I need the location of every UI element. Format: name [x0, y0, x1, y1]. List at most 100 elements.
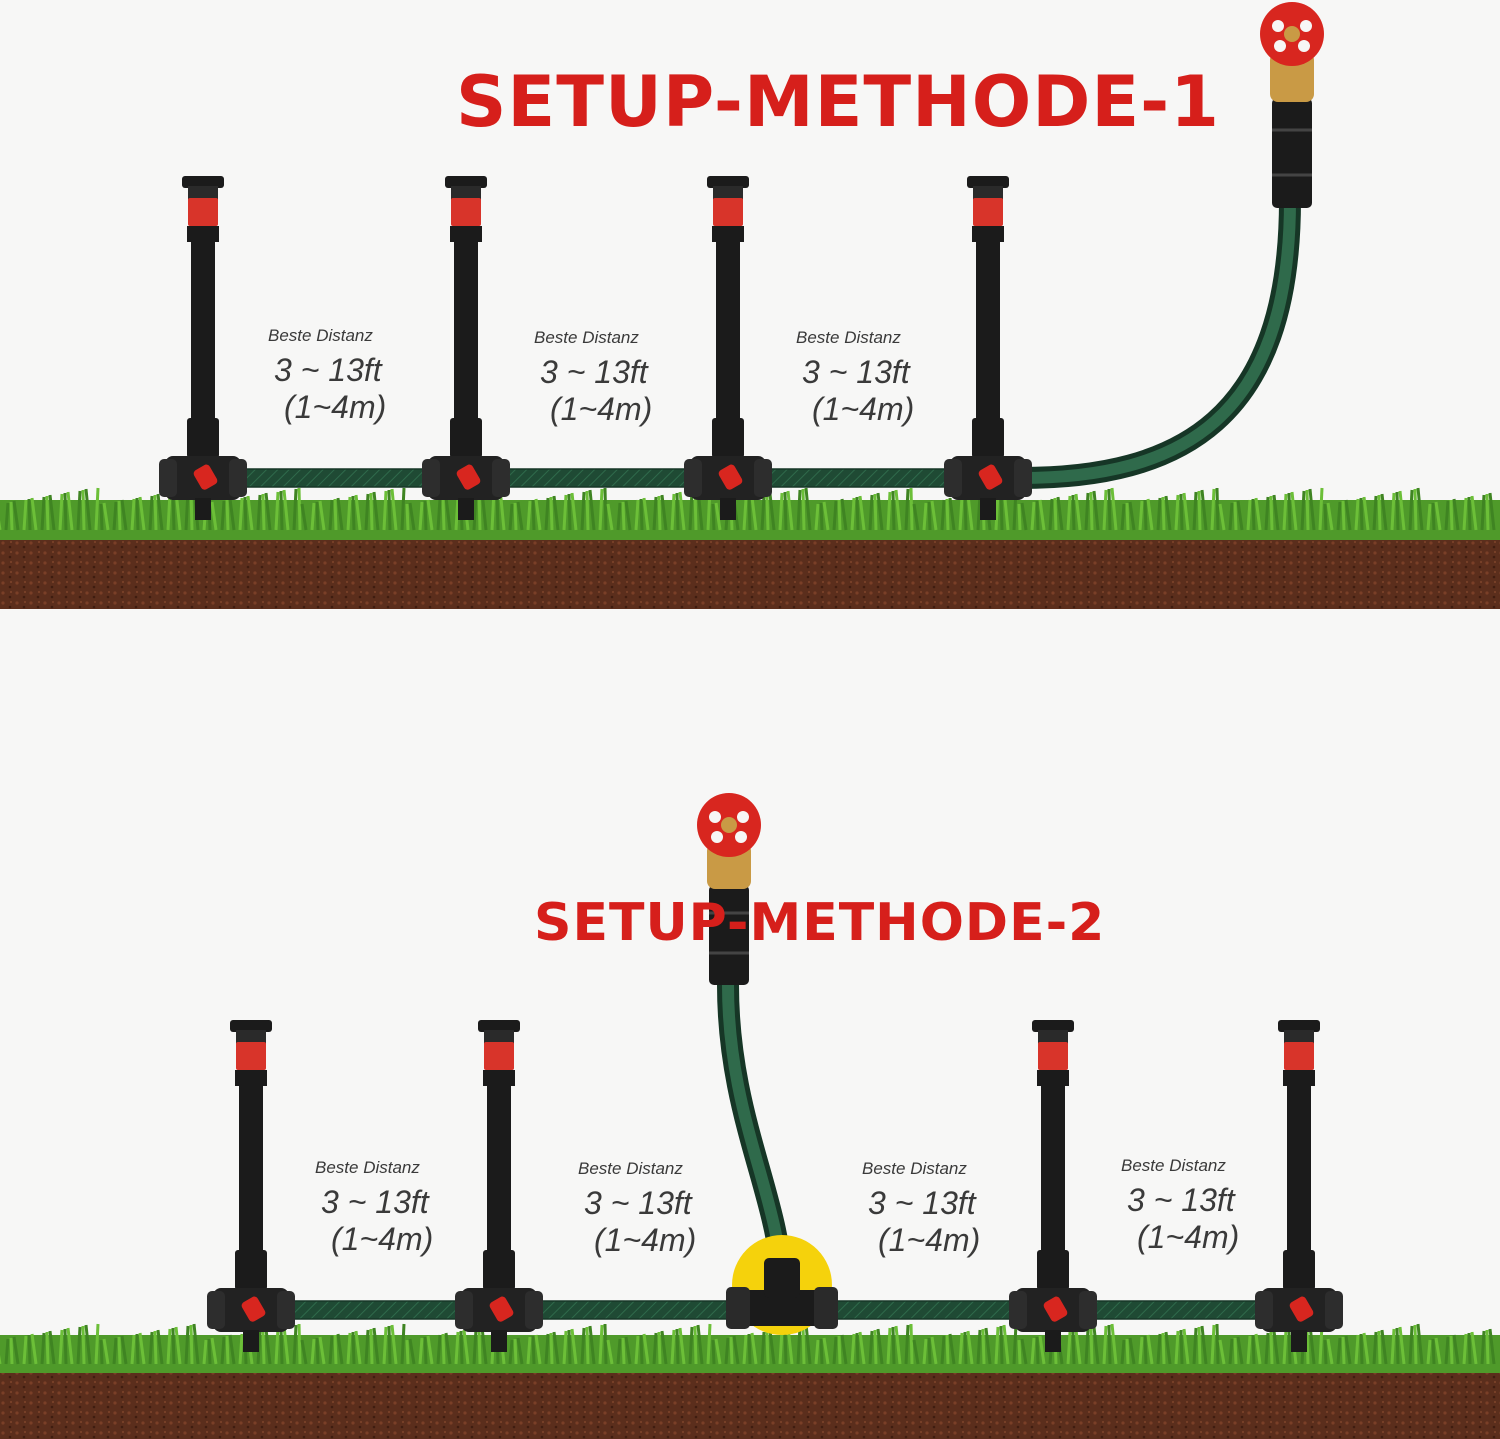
grass-blade	[1362, 1332, 1370, 1365]
grass-blade	[369, 492, 374, 531]
grass-blade	[876, 492, 884, 531]
sprinkler-cap	[445, 176, 487, 188]
valve-wheel-hole	[711, 831, 723, 843]
grass-blade	[678, 491, 686, 531]
grass-blade	[958, 1332, 964, 1365]
distance-caption: Beste Distanz	[315, 1158, 420, 1177]
sprinkler-red-band	[1038, 1042, 1068, 1070]
sprinklers-method-1	[159, 176, 1032, 520]
grass-blade	[1200, 1325, 1208, 1365]
grass-blade	[958, 496, 964, 531]
distance-caption: Beste Distanz	[862, 1159, 967, 1178]
grass-blade	[1431, 1338, 1436, 1365]
sprinkler-lower-body	[483, 1250, 515, 1290]
sprinkler-head	[188, 186, 218, 200]
grass-blade	[1233, 1337, 1238, 1365]
grass-blade	[310, 502, 316, 531]
sprinkler-cap	[230, 1020, 272, 1032]
grass-blade	[1210, 488, 1216, 531]
grass-blade	[1254, 497, 1262, 531]
sprinkler-riser	[487, 1084, 511, 1264]
grass-blade	[81, 489, 86, 531]
grass-blade	[1246, 1335, 1252, 1365]
grass-blade	[45, 1331, 50, 1365]
pop-up-sprinkler-icon	[422, 176, 510, 520]
grass-blade	[351, 1331, 356, 1365]
grass-blade	[225, 499, 230, 531]
grass-blade	[732, 1335, 740, 1365]
grass-blade	[1344, 1335, 1352, 1365]
grass-blade	[1089, 1327, 1094, 1365]
grass-blade	[1251, 1334, 1256, 1365]
grass-blade	[585, 490, 590, 531]
grass-blade	[747, 1333, 752, 1365]
grass-blade	[1372, 495, 1378, 531]
distance-label: Beste Distanz 3 ~ 13ft (1~4m)	[576, 1159, 756, 1259]
sprinkler-lower-body	[235, 1250, 267, 1290]
setup-method-1-title: SETUP-METHODE-1	[456, 61, 1220, 143]
grass-blade	[189, 1324, 194, 1365]
grass-blade	[1449, 1335, 1454, 1365]
grass-blade	[1020, 1338, 1028, 1365]
grass-blade	[1102, 1325, 1108, 1365]
grass-blade	[891, 490, 896, 531]
grass-blade	[1038, 1335, 1046, 1365]
grass-blade	[675, 1328, 680, 1365]
tee-branch	[764, 1258, 800, 1298]
grass-blade	[1236, 500, 1244, 531]
grass-blade	[1218, 503, 1226, 531]
grass-blade	[364, 493, 370, 531]
grass-blade	[886, 1327, 892, 1365]
sprinkler-collar	[1037, 1070, 1069, 1086]
faucet-valve-icon	[1260, 2, 1324, 208]
grass-blade	[922, 502, 928, 531]
grass-blade	[657, 1331, 662, 1365]
grass-blade	[1341, 1336, 1346, 1365]
grass-blade	[1071, 1330, 1076, 1365]
sprinkler-collar-left	[1255, 1291, 1273, 1329]
grass-blade	[840, 1334, 848, 1365]
grass-blade	[405, 1339, 410, 1365]
grass-blade	[1197, 1326, 1202, 1365]
grass-blade	[768, 1329, 776, 1365]
valve-wheel-hole	[735, 831, 747, 843]
grass-blade	[1120, 1339, 1126, 1365]
grass-blade	[598, 488, 604, 531]
grass-blade	[1012, 1323, 1018, 1365]
grass-blade	[742, 1334, 748, 1365]
grass-blade	[909, 487, 914, 531]
grass-blade	[1143, 499, 1148, 531]
valve-stem	[1284, 26, 1300, 42]
distance-feet: 3 ~ 13ft	[540, 354, 648, 390]
grass-blade	[1218, 1339, 1226, 1365]
grass-blade	[423, 500, 428, 531]
distance-caption: Beste Distanz	[268, 326, 373, 345]
grass-blade	[1128, 1337, 1136, 1365]
grass-blade	[1017, 1339, 1022, 1365]
grass-blade	[1408, 1325, 1414, 1365]
grass-blade	[1269, 495, 1274, 531]
grass-blade	[405, 503, 410, 531]
distance-label: Beste Distanz 3 ~ 13ft (1~4m)	[794, 328, 974, 428]
grass-blade	[1164, 1331, 1172, 1365]
grass-blade	[1174, 494, 1180, 531]
grass-blade	[1074, 493, 1082, 531]
grass-blade	[1408, 489, 1414, 531]
sprinkler-red-band	[236, 1042, 266, 1070]
grass-blade	[1182, 492, 1190, 531]
grass-blade	[1246, 499, 1252, 531]
sprinkler-head	[484, 1030, 514, 1044]
grass-blade	[346, 496, 352, 531]
grass-blade	[940, 1335, 946, 1365]
grass-blade	[1084, 1328, 1090, 1365]
grass-blade	[747, 497, 752, 531]
grass-blade	[580, 1327, 586, 1365]
grass-blade	[292, 1324, 298, 1365]
grass-blade	[153, 1330, 158, 1365]
grass-blade	[711, 503, 716, 531]
grass-blade	[850, 497, 856, 531]
grass-blade	[837, 499, 842, 531]
grass-blade	[624, 1336, 632, 1365]
distance-feet: 3 ~ 13ft	[584, 1185, 692, 1221]
